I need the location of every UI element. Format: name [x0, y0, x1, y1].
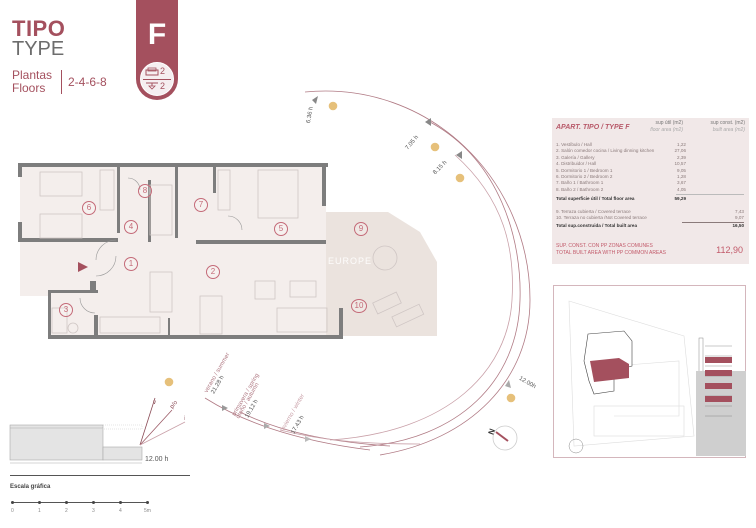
total-floor-row: Total superficie útil / Total floor area…	[556, 196, 686, 201]
table-row: 2. Salón comedor cocina / Living dinning…	[556, 148, 686, 154]
sun-icon	[328, 101, 338, 111]
section-building	[9, 424, 104, 461]
divider	[682, 222, 744, 223]
scale-tick: 5m	[144, 508, 151, 514]
separator	[61, 70, 62, 94]
scale-tick: 0	[11, 508, 14, 514]
col-built-area-header: sup const. (m2) built area (m2)	[710, 120, 745, 133]
type-badge: F 2 2	[136, 0, 178, 100]
badge-divider	[143, 79, 171, 80]
room-number-2: 2	[206, 265, 220, 279]
scale-tick: 2	[65, 508, 68, 514]
compass-icon	[568, 438, 584, 454]
highlighted-unit	[590, 358, 629, 382]
sun-marker-icon	[505, 380, 511, 388]
entrance-arrow-icon	[78, 262, 88, 272]
shower-icon	[146, 82, 158, 90]
type-title: TIPO	[12, 16, 66, 41]
section-time: 12.00 h	[145, 456, 169, 463]
col-floor-area-header: sup útil (m2) floor area (m2)	[650, 120, 683, 133]
floors-label: Plantas Floors	[12, 69, 52, 95]
sun-marker-icon	[312, 96, 318, 104]
table-title: APART. TIPO / TYPE F	[556, 124, 630, 131]
scale-tick: 3	[92, 508, 95, 514]
room-number-8: 8	[138, 184, 152, 198]
scale-title: Escala gráfica	[10, 484, 51, 490]
room-number-4: 4	[124, 220, 138, 234]
room-number-10: 10	[351, 299, 367, 313]
sun-icon	[455, 173, 465, 183]
floors-label-en: Floors	[12, 81, 46, 95]
svg-text:p/o: p/o	[169, 399, 179, 410]
room-number-5: 5	[274, 222, 288, 236]
room-number-3: 3	[59, 303, 73, 317]
floors-value: 2-4-6-8	[68, 75, 107, 89]
sun-icon	[506, 393, 516, 403]
svg-text:i: i	[184, 416, 185, 422]
svg-text:v: v	[153, 400, 156, 406]
badge-letter: F	[147, 18, 167, 51]
room-number-9: 9	[354, 222, 368, 236]
watermark: EUROPE	[328, 256, 373, 266]
type-subtitle: TYPE	[12, 38, 65, 60]
scale-bar: 0 1 2 3 4 5m	[11, 501, 151, 514]
divider	[10, 475, 190, 476]
scale-tick: 1	[38, 508, 41, 514]
sun-marker-icon	[425, 118, 431, 126]
sun-marker-icon	[222, 405, 228, 411]
divider	[676, 194, 744, 195]
common-area-label-en: TOTAL BUILT AREA WITH PP COMMON AREAS	[556, 250, 666, 256]
location-map	[553, 285, 746, 458]
sun-icon	[430, 142, 440, 152]
scale-tick: 4	[119, 508, 122, 514]
sun-marker-icon	[264, 423, 270, 429]
common-area-value: 112,90	[716, 245, 743, 255]
bed-icon	[145, 67, 159, 76]
room-number-1: 1	[124, 257, 138, 271]
sun-marker-icon	[456, 151, 462, 159]
sun-icon	[164, 377, 174, 387]
table-row: 10. Terraza no cubierta /Not Covered ter…	[556, 215, 744, 221]
rooms-summary: 2 2	[140, 62, 174, 96]
room-number-7: 7	[194, 198, 208, 212]
room-number-6: 6	[82, 201, 96, 215]
bathrooms-count: 2	[160, 81, 166, 91]
plantas-label: Plantas	[12, 68, 53, 82]
svg-text:N: N	[486, 427, 497, 436]
common-area-label: SUP. CONST. CON PP ZONAS COMUNES	[556, 243, 653, 249]
sun-marker-icon	[305, 436, 311, 442]
surface-table: APART. TIPO / TYPE F sup útil (m2) floor…	[552, 118, 749, 264]
bedrooms-count: 2	[160, 66, 166, 76]
compass-icon	[492, 425, 518, 451]
site-plan	[568, 300, 746, 456]
